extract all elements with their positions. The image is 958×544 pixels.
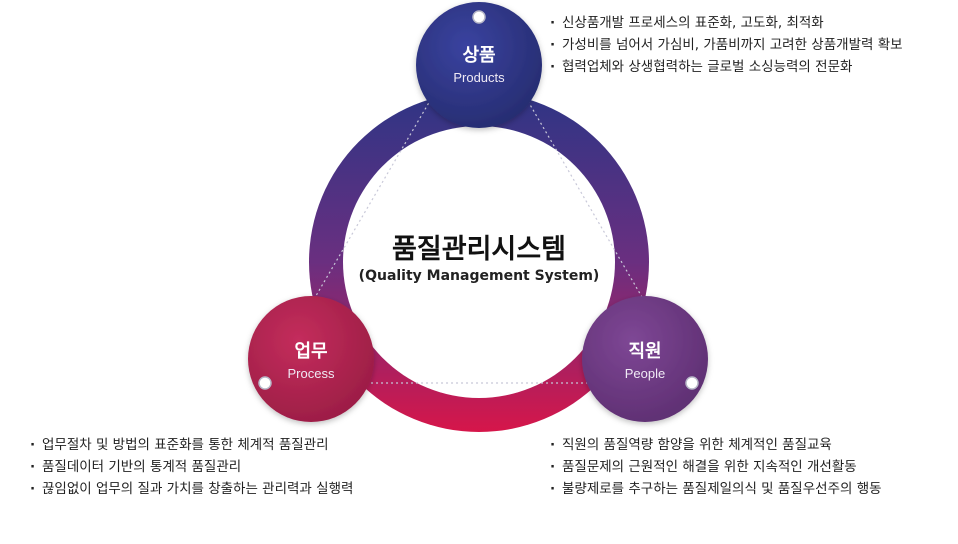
bullet-item: 품질데이터 기반의 통계적 품질관리 [28, 456, 353, 478]
node-process-circle [248, 296, 374, 422]
node-people-circle [582, 296, 708, 422]
node-people-subtitle: People [625, 366, 665, 381]
bullet-item: 신상품개발 프로세스의 표준화, 고도화, 최적화 [548, 12, 903, 34]
node-process: 업무 Process [248, 296, 374, 422]
node-products: 상품 Products [416, 2, 542, 128]
bullet-item: 품질문제의 근원적인 해결을 위한 지속적인 개선활동 [548, 456, 882, 478]
marker-dot-process [258, 376, 272, 390]
bullet-item: 불량제로를 추구하는 품질제일의식 및 품질우선주의 행동 [548, 478, 882, 500]
marker-dot-people [685, 376, 699, 390]
ring-inner [343, 126, 615, 398]
node-people: 직원 People [582, 296, 708, 422]
bullets-products: 신상품개발 프로세스의 표준화, 고도화, 최적화 가성비를 넘어서 가심비, … [548, 12, 903, 78]
node-products-circle [416, 2, 542, 128]
bullet-item: 끊임없이 업무의 질과 가치를 창출하는 관리력과 실행력 [28, 478, 353, 500]
center-subtitle: (Quality Management System) [359, 268, 600, 284]
node-process-subtitle: Process [288, 366, 335, 381]
bullet-item: 업무절차 및 방법의 표준화를 통한 체계적 품질관리 [28, 434, 353, 456]
node-process-title: 업무 [294, 341, 327, 362]
bullets-process: 업무절차 및 방법의 표준화를 통한 체계적 품질관리 품질데이터 기반의 통계… [28, 434, 353, 500]
center-title: 품질관리시스템 [392, 234, 566, 265]
marker-dot-products [472, 10, 486, 24]
node-products-title: 상품 [462, 45, 495, 66]
connector-triangle [263, 15, 694, 384]
bullets-people: 직원의 품질역량 함양을 위한 체계적인 품질교육 품질문제의 근원적인 해결을… [548, 434, 882, 500]
bullet-item: 협력업체와 상생협력하는 글로벌 소싱능력의 전문화 [548, 56, 903, 78]
node-products-subtitle: Products [453, 70, 505, 85]
node-people-title: 직원 [628, 341, 661, 362]
bullet-item: 가성비를 넘어서 가심비, 가품비까지 고려한 상품개발력 확보 [548, 34, 903, 56]
bullet-item: 직원의 품질역량 함양을 위한 체계적인 품질교육 [548, 434, 882, 456]
